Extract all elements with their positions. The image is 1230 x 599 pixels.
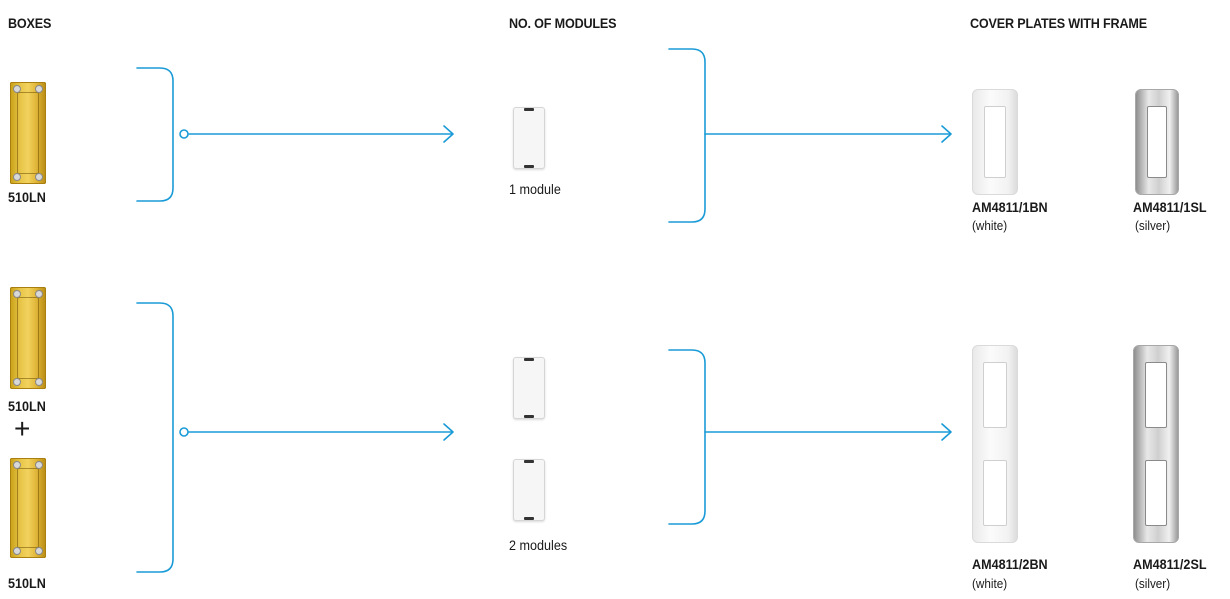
header-cover-plates: COVER PLATES WITH FRAME — [970, 15, 1147, 31]
bracket-row2-modules — [668, 349, 706, 525]
module-label-row2: 2 modules — [509, 537, 568, 553]
box-510ln-image-bottom — [10, 458, 46, 558]
plate-code-row2-silver: AM4811/2SL — [1133, 556, 1207, 572]
plate-white-1-module — [972, 89, 1018, 195]
module-image-row1 — [513, 107, 545, 169]
arrowhead-row1-right — [941, 125, 952, 143]
plate-code-row1-white: AM4811/1BN — [972, 199, 1048, 215]
plate-silver-2-modules — [1133, 345, 1179, 543]
plate-silver-1-module — [1135, 89, 1179, 195]
module-label-row1: 1 module — [509, 181, 561, 197]
module-image-row2-bottom — [513, 459, 545, 521]
arrowhead-row1-left — [443, 125, 454, 143]
plate-code-row1-silver: AM4811/1SL — [1133, 199, 1207, 215]
plate-code-row2-white: AM4811/2BN — [972, 556, 1048, 572]
bracket-row1-boxes — [136, 67, 174, 202]
box-code-row1: 510LN — [8, 189, 46, 205]
box-code-row2-bottom: 510LN — [8, 575, 46, 591]
bracket-row2-boxes — [136, 302, 174, 573]
plate-finish-row1-white: (white) — [972, 218, 1008, 233]
header-boxes: BOXES — [8, 15, 52, 31]
box-510ln-image — [10, 82, 46, 184]
plate-finish-row2-white: (white) — [972, 576, 1008, 591]
plus-sign: + — [14, 413, 31, 444]
module-image-row2-top — [513, 357, 545, 419]
node-row1 — [179, 129, 189, 139]
bracket-row1-modules — [668, 48, 706, 223]
node-row2 — [179, 427, 189, 437]
arrowhead-row2-right — [941, 423, 952, 441]
box-510ln-image-top — [10, 287, 46, 389]
header-modules: NO. OF MODULES — [509, 15, 617, 31]
plate-finish-row2-silver: (silver) — [1135, 576, 1171, 591]
arrowhead-row2-left — [443, 423, 454, 441]
box-code-row2-top: 510LN — [8, 398, 46, 414]
plate-white-2-modules — [972, 345, 1018, 543]
plate-finish-row1-silver: (silver) — [1135, 218, 1171, 233]
